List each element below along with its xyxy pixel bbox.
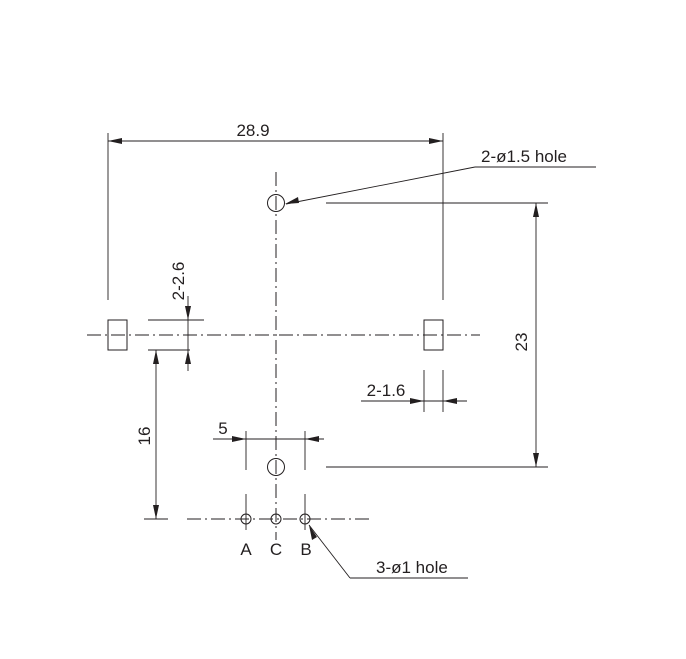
right-slot — [423, 319, 444, 351]
dimension-lower-offset — [144, 349, 190, 520]
vertical-span-label: 23 — [512, 333, 531, 352]
pin-label-b: B — [300, 540, 311, 559]
dimension-slot-small — [148, 296, 204, 371]
dimension-vertical-span — [326, 202, 548, 468]
slot-small-label: 2-2.6 — [169, 262, 188, 301]
pin-hole-c — [270, 513, 282, 525]
pin-label-c: C — [270, 540, 282, 559]
dimension-slot-large — [361, 370, 467, 412]
top-large-hole — [267, 194, 285, 212]
overall-width-label: 28.9 — [236, 121, 269, 140]
large-hole-callout-label: 2-ø1.5 hole — [481, 147, 567, 166]
lower-offset-label: 16 — [135, 427, 154, 446]
dimension-overall-width — [107, 133, 444, 300]
dimension-pin-pitch — [213, 431, 324, 470]
small-hole-callout-label: 3-ø1 hole — [376, 558, 448, 577]
pin-pitch-label: 5 — [218, 419, 227, 438]
callout-large-hole — [285, 166, 596, 205]
left-slot — [107, 319, 128, 351]
pin-label-a: A — [240, 540, 252, 559]
bottom-large-hole — [267, 458, 285, 476]
callout-small-hole — [308, 524, 468, 579]
slot-large-label: 2-1.6 — [367, 381, 406, 400]
